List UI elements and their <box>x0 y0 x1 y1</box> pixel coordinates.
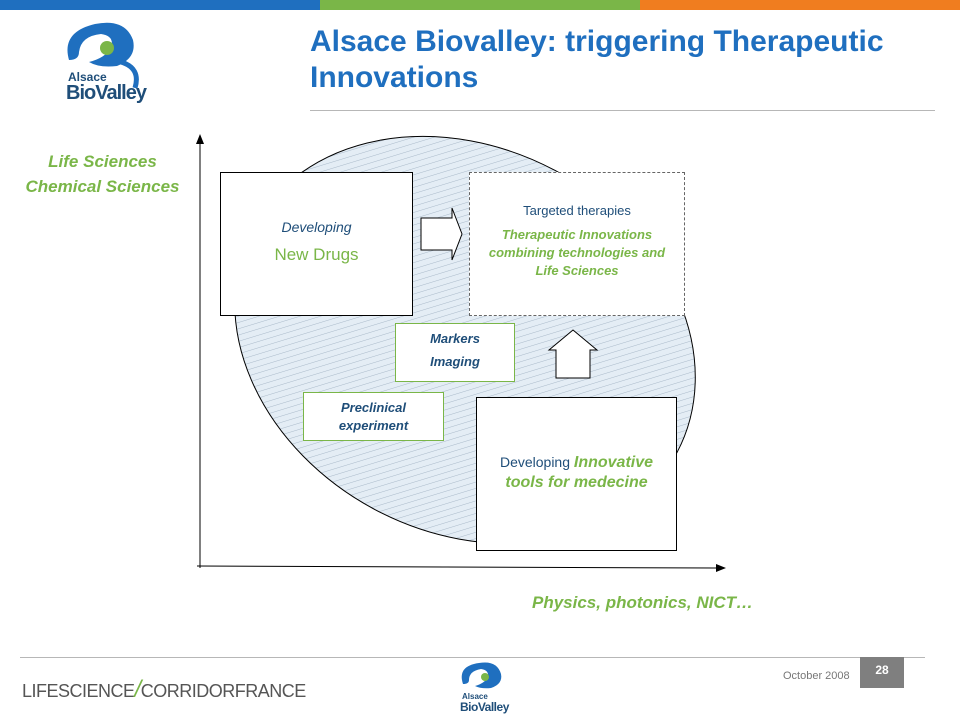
brand-life: LIFE <box>22 681 59 701</box>
title-divider <box>310 110 935 111</box>
targeted-therapies-box: Targeted therapies Therapeutic Innovatio… <box>469 172 685 316</box>
life-science-corridor-brand: LIFESCIENCE/CORRIDORFRANCE <box>22 676 306 704</box>
footer-logo <box>455 660 525 718</box>
targeted-line2: Therapeutic Innovations combining techno… <box>488 227 666 278</box>
tools-prefix: Developing <box>499 454 574 470</box>
markers-line1: Markers <box>430 331 480 346</box>
page-title: Alsace Biovalley: triggering Therapeutic… <box>310 25 884 94</box>
footer-logo-mark-icon <box>461 662 502 689</box>
innovative-tools-box: Developing Innovative tools for medecine <box>476 397 677 551</box>
brand-corridor: CORRIDOR <box>140 681 236 701</box>
footer-logo-text-alsace: Alsace <box>462 692 488 701</box>
top-bar-orange <box>640 0 960 10</box>
y-axis-label-life-sciences: Life Sciences <box>48 152 157 171</box>
logo-text-alsace: Alsace <box>68 70 107 84</box>
top-color-bar <box>0 0 960 10</box>
tools-highlight: Innovative tools for medecine <box>505 454 654 491</box>
tools-text: Developing Innovative tools for medecine <box>485 452 668 493</box>
up-arrow-icon <box>547 329 599 379</box>
footer-logo-text-biovalley: BioValley <box>460 700 509 714</box>
y-axis-arrowhead <box>196 134 204 144</box>
markers-line2: Imaging <box>430 354 480 369</box>
y-axis-label-chemical-sciences: Chemical Sciences <box>25 177 180 196</box>
footer-date: October 2008 <box>783 670 850 682</box>
logo-text-biovalley: BioValley <box>66 82 147 104</box>
x-axis-arrowhead <box>716 564 726 572</box>
new-drugs-line1: Developing <box>281 219 352 235</box>
preclinical-text: Preclinical experiment <box>338 400 409 433</box>
preclinical-box: Preclinical experiment <box>303 392 444 441</box>
new-drugs-line2: New Drugs <box>274 245 359 264</box>
x-axis <box>196 565 717 569</box>
top-bar-green <box>320 0 640 10</box>
targeted-line1: Targeted therapies <box>523 203 631 218</box>
brand-france: FRANCE <box>234 681 307 701</box>
page-number: 28 <box>860 657 904 688</box>
logo-mark-icon <box>67 22 139 89</box>
right-arrow-icon <box>420 207 463 261</box>
top-bar-blue <box>0 0 320 10</box>
alsace-biovalley-logo <box>55 18 165 113</box>
markers-imaging-box: Markers Imaging <box>395 323 515 382</box>
y-axis-labels: Life Sciences Chemical Sciences <box>20 145 185 203</box>
new-drugs-box: Developing New Drugs <box>220 172 413 316</box>
footer-divider <box>20 657 925 658</box>
brand-science: SCIENCE <box>58 681 135 701</box>
x-axis-label: Physics, photonics, NICT… <box>532 593 754 612</box>
brand-slash-icon: / <box>134 676 142 703</box>
